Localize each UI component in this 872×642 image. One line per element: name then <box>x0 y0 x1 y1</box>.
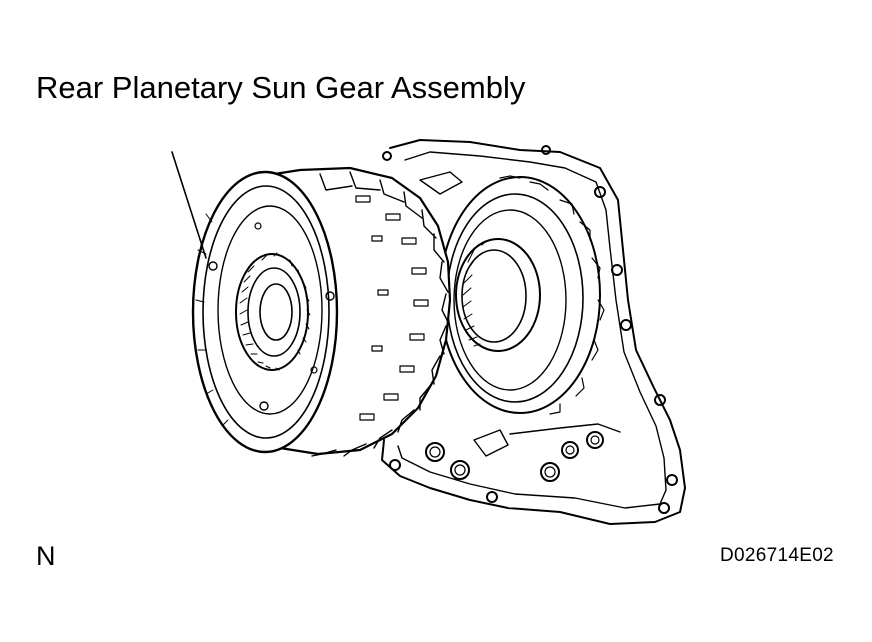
leader-line <box>172 152 206 258</box>
clutch-drum <box>440 176 604 414</box>
corner-label-left: N <box>36 541 56 571</box>
diagram-title: Rear Planetary Sun Gear Assembly <box>36 70 526 105</box>
transmission-case <box>382 140 685 524</box>
sun-gear-assembly <box>193 168 450 456</box>
figure-code: D026714E02 <box>720 545 834 566</box>
